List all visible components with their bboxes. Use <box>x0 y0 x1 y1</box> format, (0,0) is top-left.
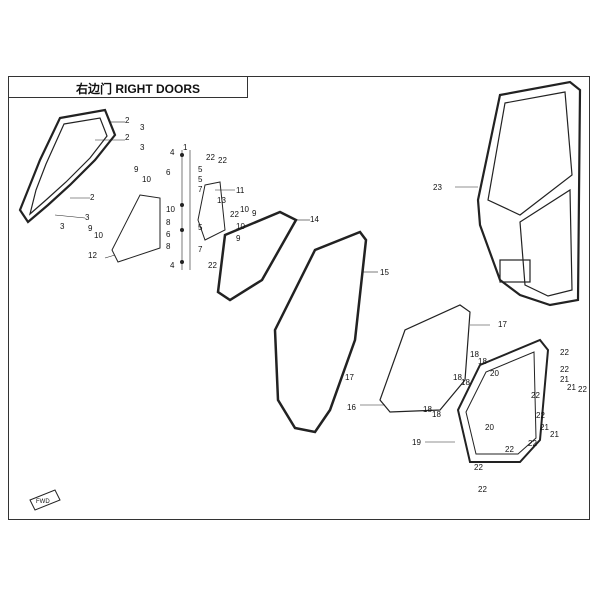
callout-20: 20 <box>490 369 499 378</box>
window-glass-12 <box>111 194 161 263</box>
callout-18: 18 <box>478 357 487 366</box>
callout-3: 3 <box>60 222 65 231</box>
callout-18: 18 <box>461 378 470 387</box>
diagram-title: 右边门 RIGHT DOORS <box>76 82 201 96</box>
callout-8: 8 <box>166 242 171 251</box>
callout-17: 17 <box>345 373 354 382</box>
callout-3: 3 <box>85 213 90 222</box>
callout-10: 10 <box>94 231 103 240</box>
door-assembly-23 <box>476 80 582 307</box>
callout-16: 16 <box>347 403 356 412</box>
callout-2: 2 <box>125 116 130 125</box>
callout-10: 10 <box>240 205 249 214</box>
callout-6: 6 <box>166 168 171 177</box>
callout-22: 22 <box>528 439 537 448</box>
callout-5: 5 <box>198 223 203 232</box>
callout-4: 4 <box>170 148 175 157</box>
diagram-frame <box>8 76 590 520</box>
callout-22: 22 <box>218 156 227 165</box>
callout-10: 10 <box>142 175 151 184</box>
callout-21: 21 <box>550 430 559 439</box>
callout-3: 3 <box>140 123 145 132</box>
callout-9: 9 <box>252 209 257 218</box>
callout-7: 7 <box>198 185 203 194</box>
callout-17: 17 <box>498 320 507 329</box>
callout-10: 10 <box>166 205 175 214</box>
lower-door-frame <box>379 304 471 413</box>
title-box <box>8 76 248 98</box>
callout-2: 2 <box>90 193 95 202</box>
door-seal-14 <box>216 210 298 302</box>
callout-22: 22 <box>560 348 569 357</box>
callout-22: 22 <box>474 463 483 472</box>
callout-20: 20 <box>485 423 494 432</box>
callout-22: 22 <box>536 411 545 420</box>
callout-15: 15 <box>380 268 389 277</box>
bolt-column <box>180 150 191 270</box>
callout-22: 22 <box>208 261 217 270</box>
callout-6: 6 <box>166 230 171 239</box>
fwd-label: FWD <box>36 499 50 505</box>
callout-1: 1 <box>183 143 188 152</box>
callout-13: 13 <box>217 196 226 205</box>
callout-22: 22 <box>206 153 215 162</box>
callout-14: 14 <box>310 215 319 224</box>
callout-21: 21 <box>540 423 549 432</box>
callout-19: 19 <box>412 438 421 447</box>
callout-8: 8 <box>166 218 171 227</box>
callout-4: 4 <box>170 261 175 270</box>
callout-2: 2 <box>125 133 130 142</box>
callout-7: 7 <box>198 245 203 254</box>
callout-22: 22 <box>478 485 487 494</box>
callout-22: 22 <box>560 365 569 374</box>
callout-18: 18 <box>432 410 441 419</box>
sliding-glass-11 <box>197 181 226 241</box>
callout-23: 23 <box>433 183 442 192</box>
callout-22: 22 <box>531 391 540 400</box>
callout-10: 10 <box>236 222 245 231</box>
callout-12: 12 <box>88 251 97 260</box>
callout-18: 18 <box>470 350 479 359</box>
leader-lines <box>54 121 490 443</box>
callout-18: 18 <box>423 405 432 414</box>
callout-3: 3 <box>140 143 145 152</box>
callout-11: 11 <box>236 186 245 195</box>
callout-21: 21 <box>560 375 569 384</box>
callout-22: 22 <box>230 210 239 219</box>
callout-9: 9 <box>134 165 139 174</box>
callout-5: 5 <box>198 165 203 174</box>
callout-22: 22 <box>578 385 587 394</box>
door-seal-15 <box>273 230 368 434</box>
door-panel-19 <box>456 338 550 463</box>
callout-22: 22 <box>505 445 514 454</box>
forward-direction-badge <box>29 489 61 511</box>
upper-door-frame-left <box>18 108 117 224</box>
callout-5: 5 <box>198 175 203 184</box>
callout-18: 18 <box>453 373 462 382</box>
callout-21: 21 <box>567 383 576 392</box>
callout-9: 9 <box>236 234 241 243</box>
callout-9: 9 <box>88 224 93 233</box>
